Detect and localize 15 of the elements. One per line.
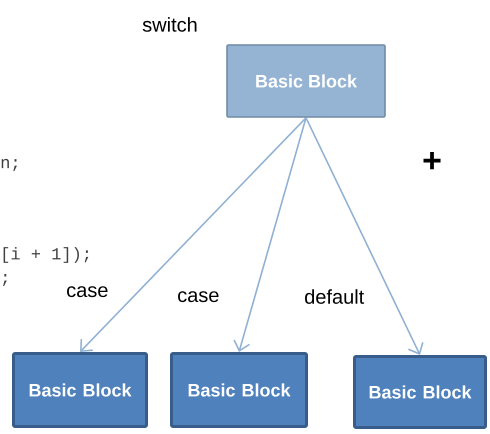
edge-label: default (305, 289, 364, 304)
arrow (233, 118, 307, 352)
basic-block-box: Basic Block (12, 352, 148, 428)
basic-block-box: Basic Block (226, 44, 386, 118)
arrow (305, 117, 424, 355)
arrow (80, 117, 307, 352)
node-caption: switch (142, 17, 196, 32)
code-fragment: ; (3, 274, 7, 286)
basic-block-box: Basic Block (170, 352, 308, 428)
code-fragment: [i + 1]); (4, 247, 88, 263)
edge-label: case (67, 286, 108, 298)
basic-block-box: Basic Block (353, 355, 487, 429)
code-fragment: n; (2, 158, 17, 172)
plus-sign: + (424, 152, 441, 170)
edge-label: case (178, 291, 219, 302)
